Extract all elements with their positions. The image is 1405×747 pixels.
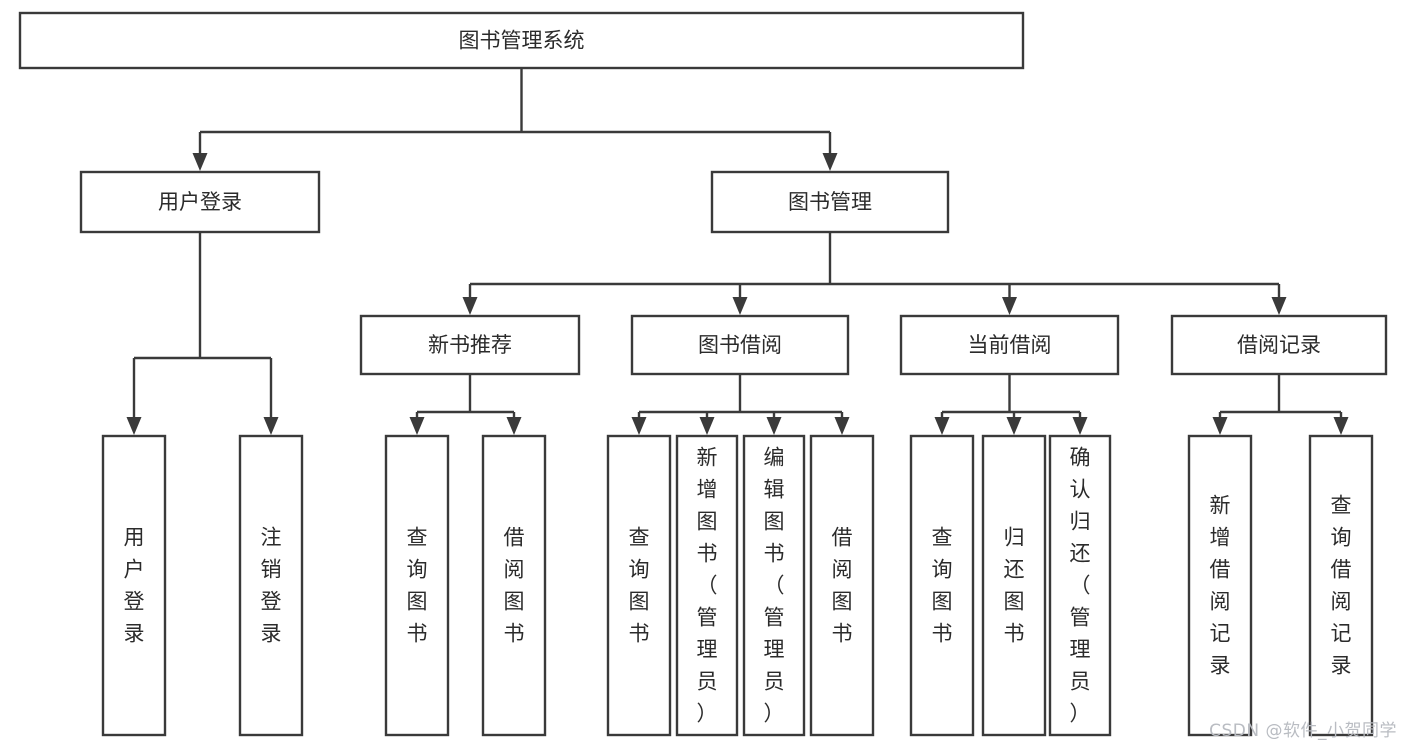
connector-layer bbox=[126, 68, 1349, 435]
node-label: 查询图书 bbox=[407, 526, 428, 646]
node-box[interactable] bbox=[606, 434, 672, 737]
node-label: 查询借阅记录 bbox=[1331, 494, 1352, 678]
node-leaf-logout-login[interactable]: 注销登录 bbox=[238, 434, 304, 737]
node-box[interactable] bbox=[79, 170, 321, 234]
node-label: 归还图书 bbox=[1004, 526, 1025, 646]
node-box[interactable] bbox=[630, 314, 850, 376]
node-box[interactable] bbox=[1308, 434, 1374, 737]
node-label: 借阅图书 bbox=[504, 526, 525, 646]
node-box[interactable] bbox=[481, 434, 547, 737]
node-label: 用户登录 bbox=[158, 190, 242, 214]
node-label: 图书管理系统 bbox=[459, 29, 585, 53]
node-leaf-query-book-3[interactable]: 查询图书 bbox=[909, 434, 975, 737]
connector-group bbox=[934, 374, 1088, 435]
node-box[interactable] bbox=[101, 434, 167, 737]
node-label: 新增借阅记录 bbox=[1210, 494, 1231, 678]
node-book-manage[interactable]: 图书管理 bbox=[710, 170, 950, 234]
node-label: 当前借阅 bbox=[968, 333, 1052, 357]
node-label: 注销登录 bbox=[261, 526, 282, 646]
node-box[interactable] bbox=[1048, 434, 1112, 737]
node-leaf-query-record[interactable]: 查询借阅记录 bbox=[1308, 434, 1374, 737]
node-box[interactable] bbox=[710, 170, 950, 234]
node-label: 查询图书 bbox=[932, 526, 953, 646]
node-leaf-edit-book[interactable]: 编辑图书（管理员） bbox=[742, 434, 806, 737]
node-box[interactable] bbox=[981, 434, 1047, 737]
node-label: 查询图书 bbox=[629, 526, 650, 646]
node-label: 借阅记录 bbox=[1237, 333, 1321, 357]
connector-group bbox=[192, 68, 838, 171]
node-borrow-record[interactable]: 借阅记录 bbox=[1170, 314, 1388, 376]
node-leaf-user-login[interactable]: 用户登录 bbox=[101, 434, 167, 737]
node-new-book-recommend[interactable]: 新书推荐 bbox=[359, 314, 581, 376]
node-leaf-add-record[interactable]: 新增借阅记录 bbox=[1187, 434, 1253, 737]
connector-group bbox=[126, 232, 279, 435]
node-box[interactable] bbox=[359, 314, 581, 376]
node-leaf-query-book-2[interactable]: 查询图书 bbox=[606, 434, 672, 737]
node-label: 图书管理 bbox=[788, 190, 872, 214]
node-leaf-borrow-book-2[interactable]: 借阅图书 bbox=[809, 434, 875, 737]
node-box[interactable] bbox=[1170, 314, 1388, 376]
node-layer: 图书管理系统用户登录图书管理新书推荐图书借阅当前借阅借阅记录用户登录注销登录查询… bbox=[18, 11, 1388, 737]
node-box[interactable] bbox=[809, 434, 875, 737]
node-box[interactable] bbox=[909, 434, 975, 737]
node-leaf-query-book-1[interactable]: 查询图书 bbox=[384, 434, 450, 737]
node-leaf-borrow-book-1[interactable]: 借阅图书 bbox=[481, 434, 547, 737]
node-root-图书管理系统[interactable]: 图书管理系统 bbox=[18, 11, 1025, 70]
node-label: 图书借阅 bbox=[698, 333, 782, 357]
node-label: 新增图书（管理员） bbox=[697, 446, 718, 726]
connector-group bbox=[1212, 374, 1349, 435]
connector-group bbox=[462, 232, 1287, 315]
node-leaf-add-book[interactable]: 新增图书（管理员） bbox=[675, 434, 739, 737]
node-current-borrow[interactable]: 当前借阅 bbox=[899, 314, 1120, 376]
node-book-borrow[interactable]: 图书借阅 bbox=[630, 314, 850, 376]
node-box[interactable] bbox=[742, 434, 806, 737]
node-box[interactable] bbox=[675, 434, 739, 737]
node-label: 借阅图书 bbox=[832, 526, 853, 646]
node-label: 新书推荐 bbox=[428, 333, 512, 357]
connector-group bbox=[409, 374, 522, 435]
node-box[interactable] bbox=[899, 314, 1120, 376]
node-box[interactable] bbox=[384, 434, 450, 737]
node-box[interactable] bbox=[18, 11, 1025, 70]
node-box[interactable] bbox=[1187, 434, 1253, 737]
node-leaf-return-book[interactable]: 归还图书 bbox=[981, 434, 1047, 737]
connector-group bbox=[631, 374, 850, 435]
node-label: 确认归还（管理员） bbox=[1070, 446, 1091, 726]
node-label: 用户登录 bbox=[124, 526, 145, 646]
node-leaf-confirm-return[interactable]: 确认归还（管理员） bbox=[1048, 434, 1112, 737]
node-box[interactable] bbox=[238, 434, 304, 737]
node-user-login[interactable]: 用户登录 bbox=[79, 170, 321, 234]
node-label: 编辑图书（管理员） bbox=[764, 446, 785, 726]
